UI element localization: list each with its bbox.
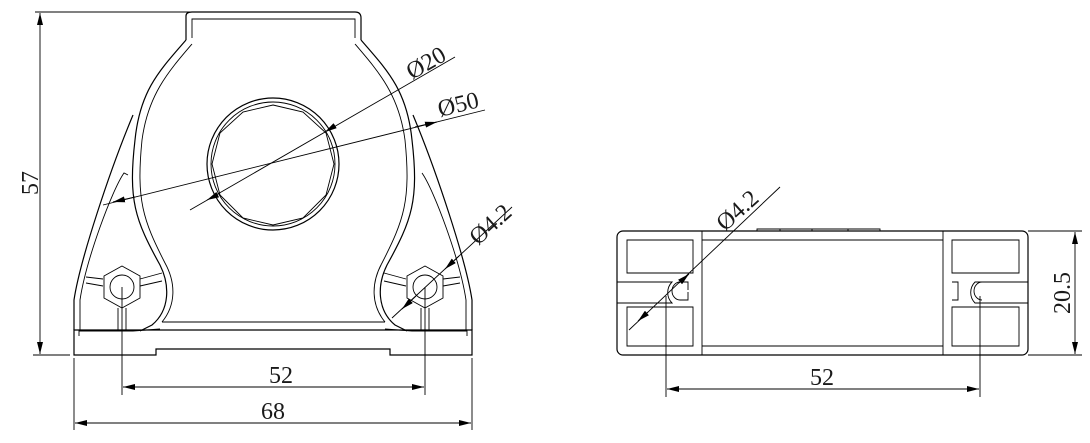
outer-diameter-label: Ø50 (435, 88, 481, 123)
center-hole-inner (211, 104, 335, 226)
side-body-outline (616, 230, 1029, 356)
side-view: 20.5 52 Ø4.2 (616, 185, 1082, 397)
front-view: 57 52 68 Ø20 Ø50 Ø4.2 (18, 11, 518, 430)
height-dim-label: 57 (18, 171, 44, 195)
top-connector (756, 228, 881, 231)
base-outline (73, 329, 473, 356)
side-wall-right (412, 114, 473, 330)
front-hole-diameter-label: Ø4.2 (465, 199, 518, 250)
hole-spacing-dim-label: 52 (269, 363, 293, 389)
side-height-dim-label: 20.5 (1050, 272, 1076, 314)
left-mount-slot (617, 239, 694, 347)
side-hole-spacing-dim-label: 52 (810, 365, 834, 391)
center-hole-outer (206, 97, 340, 231)
side-hole-diameter-label: Ø4.2 (712, 185, 765, 236)
base-top-flange (78, 328, 468, 336)
body-outline (131, 39, 416, 332)
width-dim-label: 68 (261, 399, 285, 425)
side-wall-left (73, 114, 134, 330)
inner-diameter-label: Ø20 (402, 42, 451, 85)
top-cap (185, 11, 362, 40)
right-mount-slot (951, 239, 1028, 347)
